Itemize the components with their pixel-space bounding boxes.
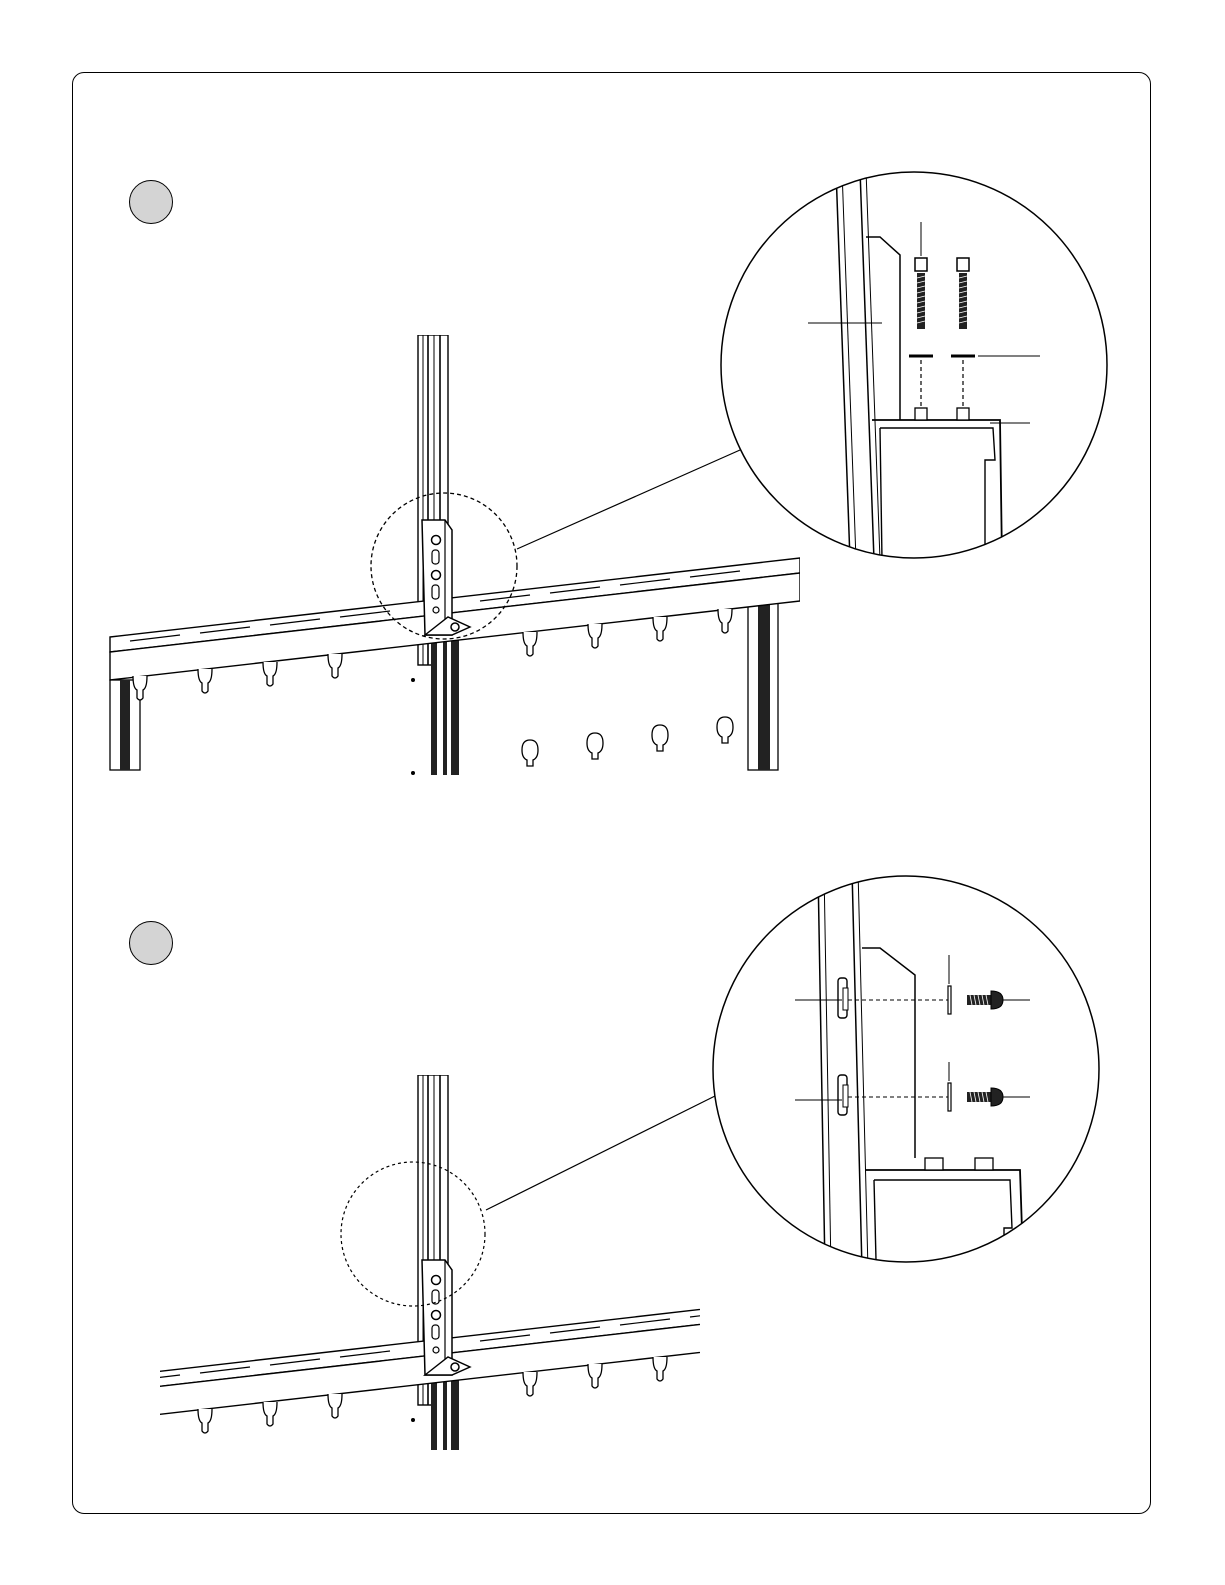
- left-upright: [110, 680, 140, 770]
- step-2-detail-callout: [341, 1162, 485, 1306]
- step-1-detail-view: [721, 170, 1107, 560]
- right-upright: [748, 590, 778, 770]
- step-2-overview: [110, 1075, 800, 1515]
- step-1-overview: [110, 335, 800, 775]
- step-2-detail-view: [713, 870, 1099, 1270]
